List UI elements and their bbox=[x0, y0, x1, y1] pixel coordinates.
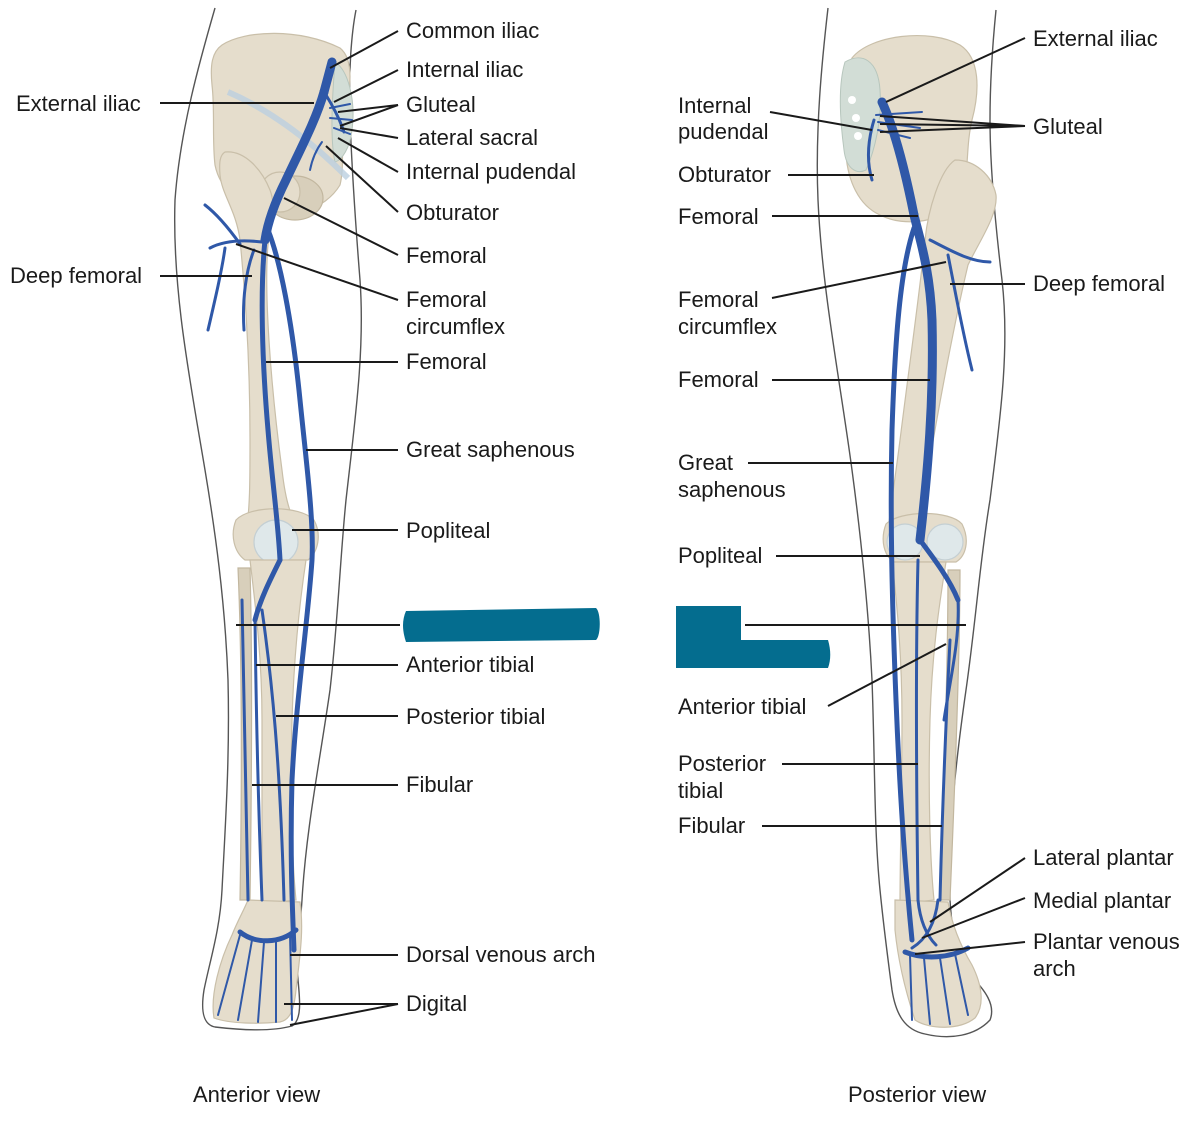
anterior-tibia bbox=[249, 559, 307, 905]
anterior-femoral-circumflex-vein bbox=[203, 203, 264, 332]
label-posterior-gluteal: Gluteal bbox=[1033, 114, 1103, 139]
posterior-sacral-foramen-2 bbox=[852, 114, 860, 122]
anterior-labels: Common iliac Internal iliac External ili… bbox=[10, 18, 596, 1107]
label-anterior-gluteal: Gluteal bbox=[406, 92, 476, 117]
label-posterior-fibular: Fibular bbox=[678, 813, 745, 838]
anterior-femoral-vein-upper bbox=[259, 237, 283, 563]
label-anterior-common-iliac: Common iliac bbox=[406, 18, 539, 43]
posterior-fibular-vein bbox=[938, 638, 952, 902]
label-anterior-anterior-tibial: Anterior tibial bbox=[406, 652, 534, 677]
anterior-great-saphenous-vein bbox=[265, 227, 315, 953]
label-posterior-femoral-upper: Femoral bbox=[678, 204, 759, 229]
anterior-view-caption: Anterior view bbox=[193, 1082, 320, 1107]
label-posterior-deep-femoral: Deep femoral bbox=[1033, 271, 1165, 296]
posterior-posterior-tibial-vein bbox=[915, 558, 920, 902]
posterior-external-iliac-vein bbox=[877, 97, 919, 220]
posterior-view-caption: Posterior view bbox=[848, 1082, 986, 1107]
label-anterior-deep-femoral: Deep femoral bbox=[10, 263, 142, 288]
posterior-popliteal-vein bbox=[917, 537, 961, 603]
label-anterior-internal-iliac: Internal iliac bbox=[406, 57, 523, 82]
posterior-leader-lines bbox=[745, 37, 1026, 955]
anterior-fibular-vein bbox=[240, 598, 250, 902]
label-posterior-plantar-venous-arch-line2: arch bbox=[1033, 956, 1076, 981]
posterior-redaction-box bbox=[676, 606, 831, 668]
label-posterior-femoral-circumflex-line2: circumflex bbox=[678, 314, 777, 339]
label-posterior-femoral-lower: Femoral bbox=[678, 367, 759, 392]
posterior-medial-plantar-vein bbox=[916, 898, 938, 947]
posterior-leg-illustration bbox=[816, 7, 1006, 1038]
anterior-deep-femoral-vein bbox=[242, 248, 256, 332]
posterior-plantar-venous-arch bbox=[902, 945, 971, 960]
label-anterior-fibular: Fibular bbox=[406, 772, 473, 797]
anterior-redaction-box bbox=[403, 608, 600, 642]
label-posterior-great-saphenous-line1: Great bbox=[678, 450, 733, 475]
posterior-sacral-foramen-3 bbox=[854, 132, 862, 140]
anterior-dorsal-venous-arch bbox=[237, 927, 299, 944]
label-posterior-anterior-tibial: Anterior tibial bbox=[678, 694, 806, 719]
posterior-labels: External iliac Internal pudendal Gluteal… bbox=[678, 26, 1180, 1107]
posterior-lateral-condyle bbox=[926, 523, 964, 561]
anterior-veins bbox=[203, 57, 353, 1023]
posterior-foot-bones bbox=[894, 899, 982, 1028]
label-anterior-digital: Digital bbox=[406, 991, 467, 1016]
label-anterior-femoral-circumflex-line1: Femoral bbox=[406, 287, 487, 312]
label-posterior-popliteal: Popliteal bbox=[678, 543, 762, 568]
anterior-foot-bones bbox=[212, 899, 303, 1024]
anterior-external-iliac-vein bbox=[260, 87, 329, 245]
label-anterior-popliteal: Popliteal bbox=[406, 518, 490, 543]
posterior-veins bbox=[866, 97, 992, 1025]
label-posterior-femoral-circumflex-line1: Femoral bbox=[678, 287, 759, 312]
anterior-popliteal-vein bbox=[252, 557, 283, 623]
label-anterior-dorsal-venous-arch: Dorsal venous arch bbox=[406, 942, 596, 967]
label-posterior-posterior-tibial-line2: tibial bbox=[678, 778, 723, 803]
label-anterior-obturator: Obturator bbox=[406, 200, 499, 225]
anterior-inguinal-ligament bbox=[226, 89, 351, 181]
posterior-sacral-foramen-1 bbox=[848, 96, 856, 104]
label-anterior-femoral-lower: Femoral bbox=[406, 349, 487, 374]
label-posterior-plantar-venous-arch-line1: Plantar venous bbox=[1033, 929, 1180, 954]
label-anterior-external-iliac: External iliac bbox=[16, 91, 141, 116]
label-anterior-lateral-sacral: Lateral sacral bbox=[406, 125, 538, 150]
posterior-great-saphenous-vein bbox=[888, 225, 917, 943]
posterior-digital-veins bbox=[909, 953, 969, 1025]
anterior-leader-lines bbox=[160, 30, 400, 1026]
label-anterior-posterior-tibial: Posterior tibial bbox=[406, 704, 545, 729]
label-anterior-great-saphenous: Great saphenous bbox=[406, 437, 575, 462]
anterior-obturator-vein bbox=[309, 141, 323, 171]
label-posterior-internal-pudendal-line1: Internal bbox=[678, 93, 751, 118]
posterior-deep-femoral-vein bbox=[928, 238, 992, 372]
anterior-gluteal-veins bbox=[329, 103, 353, 135]
label-posterior-lateral-plantar: Lateral plantar bbox=[1033, 845, 1174, 870]
posterior-tibia bbox=[891, 561, 947, 905]
label-posterior-medial-plantar: Medial plantar bbox=[1033, 888, 1171, 913]
label-posterior-obturator: Obturator bbox=[678, 162, 771, 187]
posterior-lateral-plantar-vein bbox=[910, 898, 940, 950]
posterior-femoral-vein bbox=[909, 210, 937, 545]
label-anterior-femoral-circumflex-line2: circumflex bbox=[406, 314, 505, 339]
label-posterior-internal-pudendal-line2: pudendal bbox=[678, 119, 769, 144]
label-posterior-external-iliac: External iliac bbox=[1033, 26, 1158, 51]
anterior-digital-veins bbox=[217, 933, 293, 1023]
label-anterior-internal-pudendal: Internal pudendal bbox=[406, 159, 576, 184]
label-anterior-femoral-upper: Femoral bbox=[406, 243, 487, 268]
anterior-anterior-tibial-vein bbox=[253, 618, 264, 902]
anterior-posterior-tibial-vein bbox=[260, 608, 286, 902]
anterior-leg-illustration bbox=[173, 7, 363, 1031]
label-posterior-great-saphenous-line2: saphenous bbox=[678, 477, 786, 502]
label-posterior-posterior-tibial-line1: Posterior bbox=[678, 751, 766, 776]
